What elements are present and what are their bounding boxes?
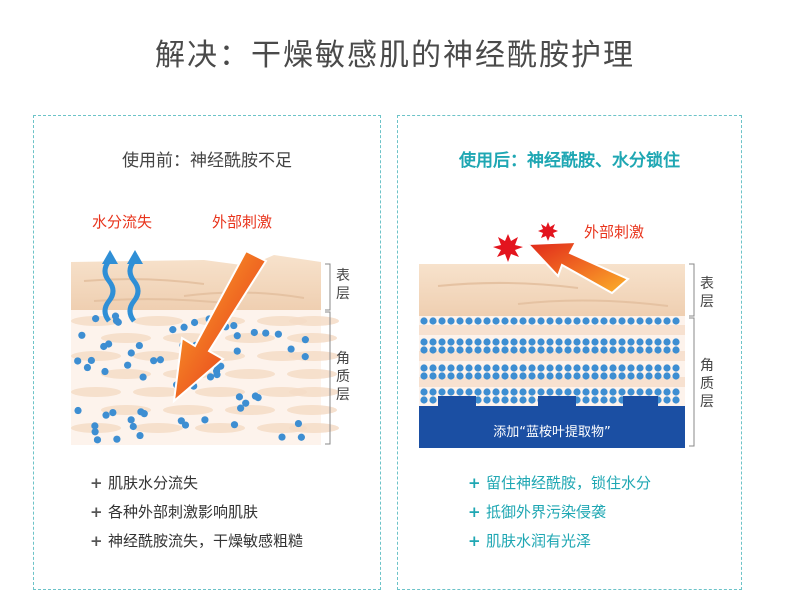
layer-bottom-char-2: 质	[336, 369, 350, 385]
stimulus-label: 外部刺激	[584, 223, 644, 241]
surface-layer	[419, 264, 685, 316]
water-loss-label: 水分流失	[92, 213, 152, 231]
layer-bottom-char-3: 层	[700, 394, 714, 410]
bullet-item: +肌肤水润有光泽	[468, 532, 592, 550]
before-heading: 使用前：神经酰胺不足	[122, 151, 292, 171]
after-panel: 使用后：神经酰胺、水分锁住 外部刺激	[397, 115, 742, 590]
after-diagram: 外部刺激 添加“蓝桉叶提取物” 表 层 角 质 层	[419, 222, 714, 448]
layer-bottom-char-1: 角	[336, 351, 350, 367]
stimulus-icon	[172, 249, 268, 404]
damage-icon	[493, 222, 558, 262]
page-title: 解决：干燥敏感肌的神经酰胺护理	[155, 38, 635, 73]
before-diagram: 水分流失 外部刺激 表 层 角 质 层	[71, 213, 350, 445]
water-icon	[102, 250, 143, 323]
before-bullet-list: +肌肤水分流失 +各种外部刺激影响肌肤 +神经酰胺流失，干燥敏感粗糙	[90, 472, 436, 559]
before-panel: 使用前：神经酰胺不足 水分流失 外部刺激	[33, 115, 381, 590]
bullet-item: +肌肤水分流失	[90, 474, 199, 492]
bullet-item: +留住神经酰胺，锁住水分	[468, 474, 652, 492]
layer-bottom-char-1: 角	[700, 358, 714, 374]
after-heading: 使用后：神经酰胺、水分锁住	[459, 151, 680, 171]
top-bracket	[325, 263, 331, 311]
bullet-item: +各种外部刺激影响肌肤	[90, 503, 259, 521]
layer-top-char-1: 表	[336, 268, 350, 284]
stimulus-icon	[525, 240, 630, 295]
layer-bottom-char-3: 层	[336, 387, 350, 403]
layer-top-char-2: 层	[336, 286, 350, 302]
after-bullet-list: +留住神经酰胺，锁住水分 +抵御外界污染侵袭 +肌肤水润有光泽	[468, 472, 790, 559]
surface-texture	[437, 281, 669, 307]
extract-label: 添加“蓝桉叶提取物”	[493, 424, 610, 440]
layer-bottom-char-2: 质	[700, 376, 714, 392]
bullet-item: +神经酰胺流失，干燥敏感粗糙	[90, 532, 304, 550]
extract-band	[419, 396, 685, 448]
layer-top-char-1: 表	[700, 276, 714, 292]
corneum-bands	[419, 325, 685, 387]
bottom-bracket	[325, 311, 331, 445]
layer-top-char-2: 层	[700, 294, 714, 310]
stimulus-label: 外部刺激	[212, 213, 272, 231]
top-bracket	[689, 263, 695, 317]
ceramide-dots	[420, 317, 680, 404]
bottom-bracket	[689, 317, 695, 447]
bullet-item: +抵御外界污染侵袭	[468, 503, 607, 521]
